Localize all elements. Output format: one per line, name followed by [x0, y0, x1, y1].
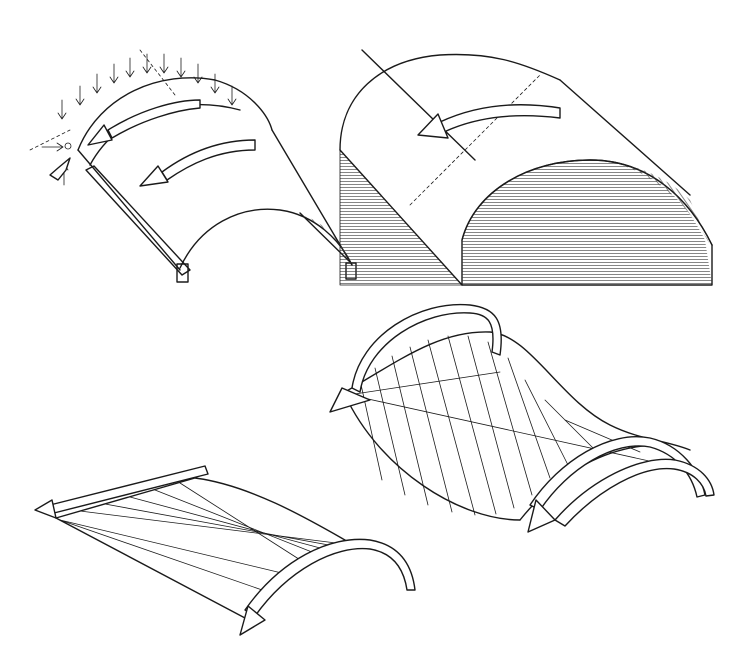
- force-arrow-head-icon: [88, 125, 112, 145]
- ruled-surface-back-edge: [56, 478, 345, 540]
- hinge-point: [65, 143, 71, 149]
- barrel-vault-hatched: [340, 50, 712, 285]
- force-arrow-head-icon: [330, 388, 370, 412]
- force-arrow-icon: [162, 140, 255, 180]
- vault-with-edge-beams: [30, 50, 356, 282]
- down-load-arrow-icon: [160, 54, 168, 73]
- down-load-arrow-icon: [76, 86, 84, 105]
- saddle-ruling-lines: [348, 336, 690, 515]
- reaction-arrows: [42, 143, 71, 185]
- down-load-arrow-icon: [177, 58, 185, 77]
- force-arrow-head-icon: [418, 114, 448, 138]
- down-load-arrow-icon: [93, 74, 101, 93]
- force-arrow-icon: [108, 100, 200, 138]
- edge-beam-arrow: [50, 466, 208, 513]
- vault-left-edge: [78, 150, 180, 270]
- force-arrow-head-icon: [35, 500, 56, 518]
- barrel-seam: [362, 50, 475, 160]
- ruled-surface-left-edge: [56, 518, 245, 618]
- saddle-front-edge: [345, 395, 520, 520]
- saddle-back-arch: [352, 305, 501, 392]
- force-arrow-head-icon: [140, 166, 168, 186]
- down-load-arrow-icon: [228, 86, 236, 105]
- down-load-arrows: [58, 54, 236, 119]
- ruled-surface-arch: [245, 539, 415, 616]
- construction-line: [140, 50, 175, 95]
- ruled-surface-with-arch: [35, 466, 415, 635]
- force-arrow-icon: [440, 105, 560, 132]
- down-load-arrow-icon: [110, 64, 118, 83]
- down-load-arrow-icon: [58, 100, 66, 119]
- force-arrow-icon: [50, 158, 70, 180]
- barrel-end-hatch: [462, 160, 712, 285]
- force-arrow-head-icon: [240, 606, 265, 635]
- saddle-shell-with-arches: [330, 305, 714, 532]
- down-load-arrow-icon: [211, 74, 219, 93]
- down-load-arrow-icon: [194, 64, 202, 83]
- down-load-arrow-icon: [126, 58, 134, 77]
- down-load-arrow-icon: [143, 54, 151, 73]
